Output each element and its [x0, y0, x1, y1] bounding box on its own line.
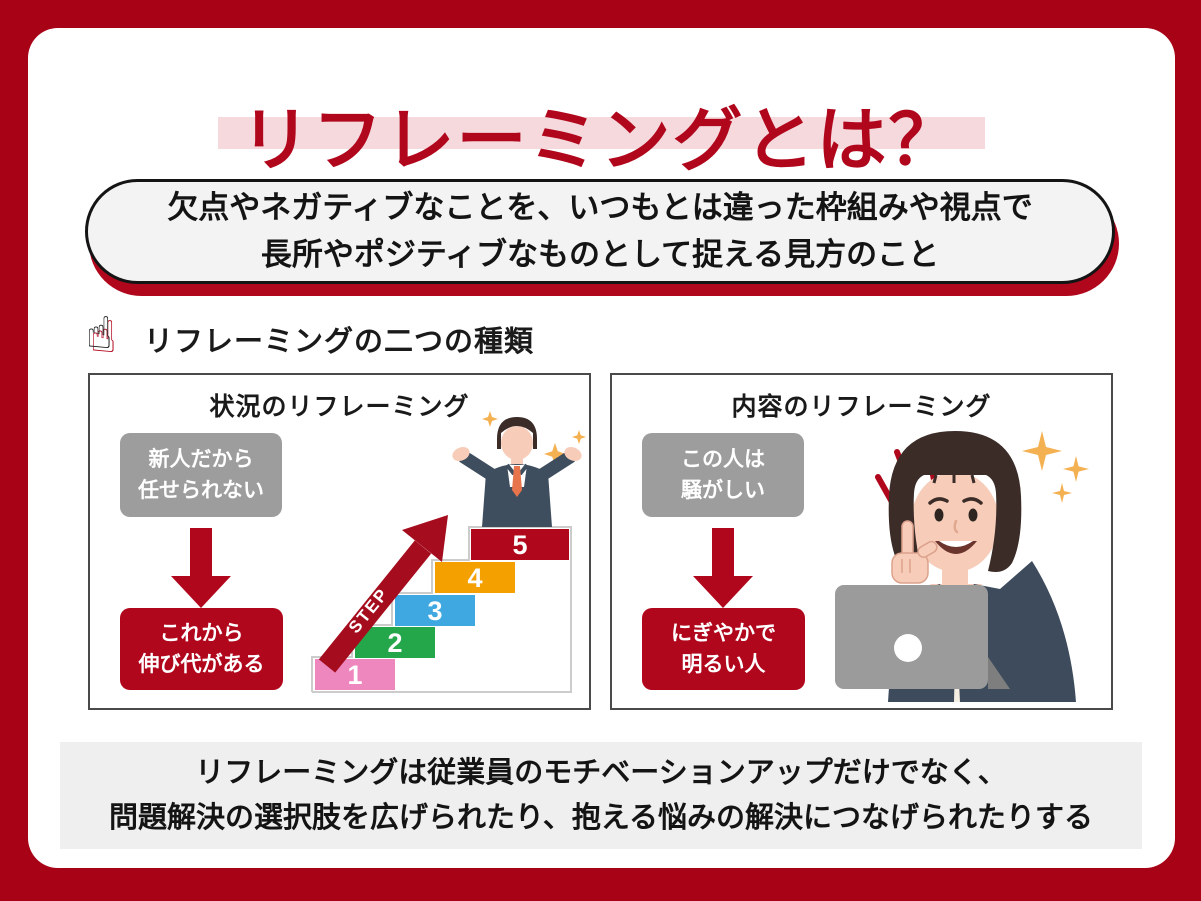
woman-bang-notch	[932, 474, 938, 484]
man-hair	[497, 417, 537, 449]
definition-line-2: 長所やポジティブなものとして捉える見方のこと	[260, 236, 940, 272]
step-4	[435, 562, 515, 593]
woman-bang-notch	[970, 474, 976, 484]
laptop-base	[988, 657, 1010, 689]
man-collar-right	[518, 463, 529, 476]
man-collar-left	[505, 463, 516, 476]
definition-box: 欠点やネガティブなことを、いつもとは違った枠組みや視点で 長所やポジティブなもの…	[85, 179, 1115, 284]
sparkle-icon	[572, 430, 586, 444]
man-face	[501, 426, 533, 460]
sparkle-icon	[1022, 431, 1062, 471]
positive-label-box: にぎやかで 明るい人	[642, 608, 805, 690]
step-2	[355, 627, 435, 658]
man-arm-left	[457, 450, 499, 482]
step-3-label: 3	[427, 596, 442, 626]
positive-line-1: にぎやかで	[671, 621, 776, 645]
pointing-hand-icon-main: ☝	[86, 309, 113, 358]
businessman-illustration	[452, 411, 586, 527]
man-hand-right	[564, 446, 582, 462]
down-arrow-head	[693, 576, 753, 608]
sparkle-icon	[544, 443, 566, 465]
page-title: リフレーミングとは？	[240, 100, 961, 179]
panel-situation-reframing: 状況のリフレーミング 1 2 3 4 5 STEP	[88, 373, 591, 710]
sparkle-icon	[1052, 483, 1072, 503]
step-4-label: 4	[467, 563, 482, 593]
staircase-outline	[311, 526, 572, 693]
man-arm-right	[535, 450, 577, 482]
step-3	[395, 595, 475, 626]
down-arrow-head	[171, 576, 231, 608]
step-2-label: 2	[387, 628, 402, 658]
negative-label-box: 新人だから 任せられない	[120, 433, 282, 517]
section-heading-label: リフレーミングの二つの種類	[144, 326, 535, 358]
step-up-arrow: STEP	[318, 515, 448, 673]
negative-line-2: 騒がしい	[681, 479, 765, 502]
negative-line-1: 新人だから	[148, 447, 254, 471]
step-1-label: 1	[347, 660, 362, 690]
panel-title: 内容のリフレーミング	[731, 393, 992, 421]
woman-hair	[888, 431, 1022, 572]
positive-line-2: 伸び代がある	[138, 653, 265, 676]
definition-line-1: 欠点やネガティブなことを、いつもとは違った枠組みや視点で	[167, 190, 1033, 225]
man-neck	[511, 458, 523, 467]
sparkle-icon	[482, 411, 498, 427]
sparkle-icon	[1063, 456, 1089, 482]
pointing-hand-icon: ☝ ☝	[86, 310, 132, 362]
footer-line-2: 問題解決の選択肢を広げられたり、抱える悩みの解決につなげられたりする	[109, 801, 1093, 834]
step-5	[471, 529, 569, 560]
man-hand-left	[452, 446, 470, 462]
down-arrow-shaft	[712, 528, 734, 578]
negative-line-2: 任せられない	[138, 479, 264, 502]
woman-illustration	[835, 431, 1089, 702]
woman-pointing-hand	[891, 520, 938, 584]
woman-nose	[953, 519, 959, 534]
woman-eye-left	[934, 508, 944, 522]
woman-teeth	[939, 541, 973, 547]
down-arrow-shaft	[190, 528, 212, 578]
laptop-logo	[894, 634, 922, 662]
section-heading: ☝ ☝ リフレーミングの二つの種類	[86, 310, 534, 362]
title-highlight-bar	[218, 117, 985, 149]
woman-eyebrow-right	[962, 497, 983, 505]
panel-content-reframing: 内容のリフレーミング	[610, 373, 1113, 710]
negative-line-1: この人は	[681, 447, 765, 471]
positive-line-1: これから	[159, 621, 244, 645]
man-tie	[512, 466, 522, 497]
negative-label-box: この人は 騒がしい	[642, 433, 804, 517]
woman-eyebrow-left	[928, 497, 949, 505]
positive-line-2: 明るい人	[681, 653, 766, 676]
step-1	[315, 659, 395, 690]
step-arrow-label: STEP	[345, 584, 393, 637]
footer-line-1: リフレーミングは従業員のモチベーションアップだけでなく、	[195, 756, 1007, 789]
step-5-label: 5	[512, 530, 527, 560]
positive-label-box: これから 伸び代がある	[120, 608, 283, 690]
panel-title: 状況のリフレーミング	[209, 393, 470, 421]
footer-summary-box: リフレーミングは従業員のモチベーションアップだけでなく、 問題解決の選択肢を広げ…	[60, 742, 1142, 849]
woman-eye-right	[968, 508, 978, 522]
pointing-hand-icon-shadow: ☝	[90, 313, 117, 362]
